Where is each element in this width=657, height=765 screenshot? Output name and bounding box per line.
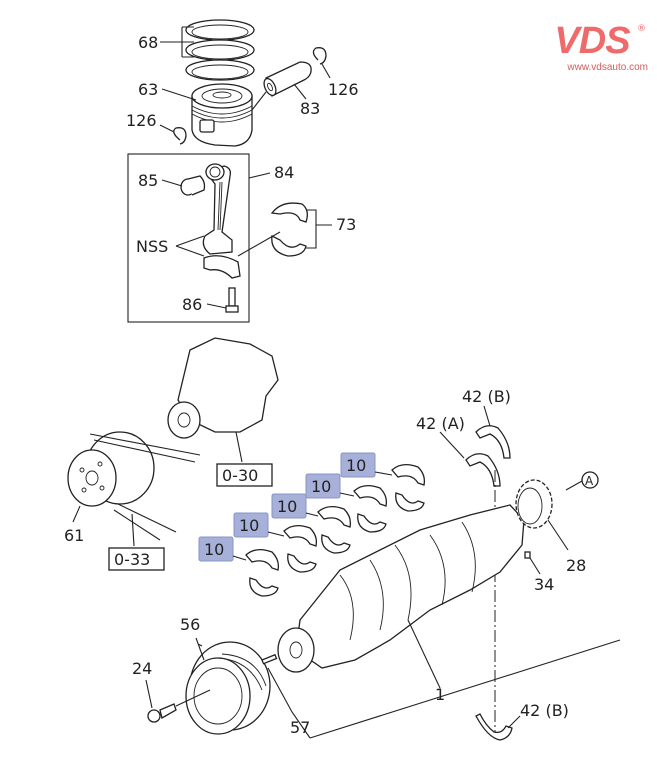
fan-pulley[interactable]: [67, 431, 155, 507]
leader-42b-top: [483, 405, 491, 427]
callout-68[interactable]: 68: [138, 33, 158, 52]
leader-34: [529, 557, 541, 575]
leader-83: [293, 83, 307, 100]
leader-nss: [175, 235, 205, 257]
logo-wordmark: VDS: [554, 20, 630, 62]
circle-ref-a[interactable]: [581, 471, 599, 489]
pin-axis: [251, 91, 267, 111]
leader-85: [161, 179, 183, 187]
main-bearing-callout-5[interactable]: 10: [340, 452, 376, 478]
callout-57[interactable]: 57: [290, 718, 310, 737]
rod-bearing-upper[interactable]: [270, 202, 308, 223]
piston-pin[interactable]: [262, 61, 312, 97]
dowel-pin[interactable]: [261, 653, 278, 665]
callout-1[interactable]: 1: [435, 685, 445, 704]
thrust-washer-b-top[interactable]: [475, 425, 511, 459]
bearing-axis: [237, 231, 281, 257]
ref-box-0-33[interactable]: [108, 547, 165, 571]
callout-34[interactable]: 34: [534, 575, 554, 594]
main-bearing-callout-3[interactable]: 10: [271, 493, 307, 519]
bushing[interactable]: [180, 175, 206, 196]
callout-86[interactable]: 86: [182, 295, 202, 314]
water-pump[interactable]: [167, 337, 279, 439]
logo-url: www.vdsauto.com: [567, 62, 648, 73]
leader-126-right: [321, 63, 331, 79]
snap-ring-right[interactable]: [312, 47, 327, 65]
main-bearing-shells[interactable]: [245, 463, 426, 597]
callout-0-30[interactable]: 0-30: [222, 466, 258, 485]
callout-42b-top[interactable]: 42 (B): [462, 387, 511, 406]
callout-84[interactable]: 84: [274, 163, 294, 182]
belt[interactable]: [89, 433, 201, 541]
callout-10-5: 10: [346, 456, 366, 475]
conrod-assembly-box: [127, 153, 250, 323]
connecting-rod[interactable]: [202, 163, 233, 255]
thrust-washer-b-bottom[interactable]: [475, 713, 513, 741]
timing-gear[interactable]: [515, 479, 553, 529]
conrod-bolt[interactable]: [225, 287, 239, 313]
leader-57: [267, 667, 311, 739]
callout-10-4: 10: [311, 477, 331, 496]
leaders-10: [232, 471, 393, 561]
callout-83[interactable]: 83: [300, 99, 320, 118]
leader-73: [306, 209, 332, 249]
callout-10-2: 10: [239, 516, 259, 535]
callout-28[interactable]: 28: [566, 556, 586, 575]
callout-nss[interactable]: NSS: [136, 237, 168, 256]
main-bearing-callout-4[interactable]: 10: [305, 473, 341, 499]
callout-126-right[interactable]: 126: [328, 80, 359, 99]
bracket-line: [309, 639, 621, 739]
key-pin[interactable]: [524, 551, 531, 559]
callout-a: A: [585, 474, 594, 488]
callout-61[interactable]: 61: [64, 526, 84, 545]
pulley-bolt[interactable]: [147, 703, 177, 723]
callout-42a[interactable]: 42 (A): [416, 414, 465, 433]
rod-bearing-lower[interactable]: [271, 235, 307, 257]
callout-85[interactable]: 85: [138, 171, 158, 190]
crankshaft[interactable]: [277, 504, 525, 673]
leader-a: [565, 480, 583, 491]
leader-42b-bottom: [507, 715, 521, 729]
piston-rings[interactable]: [185, 19, 255, 81]
leader-0-30: [235, 431, 243, 463]
callout-0-33[interactable]: 0-33: [114, 550, 150, 569]
callout-73[interactable]: 73: [336, 215, 356, 234]
snap-ring-left[interactable]: [173, 127, 187, 145]
callout-24[interactable]: 24: [132, 659, 152, 678]
leader-63: [161, 88, 197, 101]
callout-10-1: 10: [204, 540, 224, 559]
leader-0-33: [131, 513, 135, 547]
leader-24: [145, 679, 211, 709]
crank-pulley[interactable]: [185, 641, 271, 735]
leader-126-left: [159, 124, 175, 133]
thrust-washer-a[interactable]: [465, 453, 501, 487]
conrod-cap[interactable]: [203, 255, 241, 279]
registered-mark: ®: [637, 24, 646, 34]
leader-61: [72, 505, 81, 523]
leader-1: [407, 619, 441, 689]
callout-126-left[interactable]: 126: [126, 111, 157, 130]
vds-logo: VDS ® www.vdsauto.com: [536, 22, 648, 74]
leader-86: [206, 303, 227, 309]
leader-56: [195, 637, 205, 661]
leader-84: [248, 172, 271, 179]
leader-68: [160, 26, 194, 58]
ref-box-0-30[interactable]: [216, 463, 273, 487]
callout-56[interactable]: 56: [180, 615, 200, 634]
piston[interactable]: [191, 83, 253, 147]
callout-63[interactable]: 63: [138, 80, 158, 99]
callout-10-3: 10: [277, 497, 297, 516]
main-bearing-callout-2[interactable]: 10: [233, 512, 269, 538]
main-bearing-callout-1[interactable]: 10: [198, 536, 234, 562]
callout-42b-bottom[interactable]: 42 (B): [520, 701, 569, 720]
leader-42a: [439, 431, 465, 459]
leader-28: [547, 519, 569, 551]
